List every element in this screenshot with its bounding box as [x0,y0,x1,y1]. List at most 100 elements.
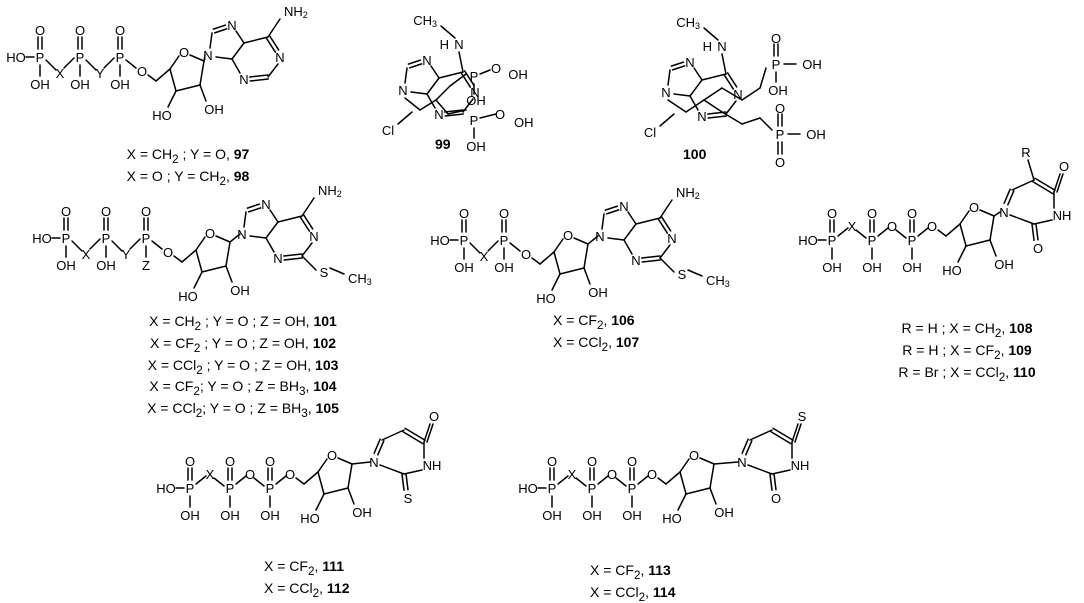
hydroxyl-label: OH [822,260,842,275]
ring-oxygen-atom: O [563,228,573,243]
phosphorus-atom: P [186,481,195,496]
hydroxyl-label: OH [70,77,90,92]
caption-108-110: R = H ; X = CH2, 108 R = H ; X = CF2, 10… [872,320,1062,385]
hydroxyl-label: HO [6,50,26,65]
hydroxyl-label: HO [300,511,320,526]
oxygen-atom: O [285,467,295,482]
oxygen-atom: O [115,23,125,38]
phosphorus-atom: P [266,481,275,496]
oxygen-atom: O [35,23,45,38]
hydroxyl-label: OH [30,77,50,92]
caption-line-105: X = CCl2; Y = O ; Z = BH3, 105 [147,400,339,420]
nitrogen-atom: N [470,85,479,100]
amino-label: NH2 [676,185,700,202]
hydroxyl-label: HO [430,233,450,248]
caption-100: 100 [683,146,707,162]
phosphorus-atom: P [868,233,877,248]
oxygen-atom: O [521,247,531,262]
ring-oxygen-atom: O [179,45,189,60]
oxygen-atom: O [491,61,501,76]
caption-line-97: X = CH2 ; Y = O, 97 [126,146,250,166]
hydroxyl-label: OH [466,93,486,108]
hydroxyl-label: OH [56,258,76,273]
carbonyl-atom: O [429,409,439,424]
hydrogen-atom: H [703,39,712,54]
phosphorus-atom: P [772,57,781,72]
x-group-label: X [480,249,489,264]
x-group-label: X [206,467,215,482]
oxygen-atom: O [607,467,617,482]
chlorine-atom: Cl [382,123,394,138]
hydroxyl-label: OH [96,258,116,273]
nitrogen-atom: N [239,72,248,87]
oxygen-atom: O [587,454,597,469]
nitrogen-atom: N [237,227,246,242]
hydroxyl-label: OH [260,508,280,523]
oxygen-atom: O [141,204,151,219]
nitrogen-atom: N [661,85,670,100]
nitrogen-atom: N [275,50,284,65]
hydroxyl-label: OH [110,77,130,92]
oxygen-atom: O [225,454,235,469]
oxygen-atom: O [907,206,917,221]
nitrogen-atom: N [999,205,1008,220]
caption-line-107: X = CCl2, 107 [553,333,640,354]
caption-111-112: X = CF2, 111 X = CCl2, 112 [264,558,349,602]
oxygen-atom: O [185,454,195,469]
oxygen-atom: O [163,245,173,260]
carbonyl-atom: O [1059,159,1069,174]
caption-line-102: X = CF2 ; Y = O ; Z = OH, 102 [149,334,337,355]
caption-line-112: X = CCl2, 112 [264,579,350,600]
nitrogen-atom: N [631,253,640,268]
hydroxyl-label: OH [582,508,602,523]
caption-line-98: X = O ; Y = CH2, 98 [126,167,250,188]
caption-line-104: X = CF2; Y = O ; Z = BH3, 104 [149,378,337,399]
oxygen-atom: O [647,467,657,482]
carbonyl-atom: O [771,491,781,506]
caption-line-114: X = CCl2, 114 [590,583,676,603]
caption-113-114: X = CF2, 113 X = CCl2, 114 [590,562,675,603]
phosphorus-atom: P [470,69,479,84]
hydroxyl-label: OH [454,260,474,275]
amino-label: NH2 [318,183,342,200]
phosphorus-atom: P [828,233,837,248]
nitrogen-atom: N [309,229,318,244]
hydroxyl-label: OH [542,508,562,523]
phosphorus-atom: P [116,50,125,65]
sulfur-atom: S [320,265,329,280]
caption-99: 99 [435,136,451,152]
hydroxyl-label: OH [204,102,224,117]
methyl-label: CH3 [348,271,372,288]
nitrogen-atom: N [733,87,742,102]
oxygen-atom: O [245,467,255,482]
r-group-label: R [1021,145,1030,160]
hydroxyl-label: HO [798,233,818,248]
hydroxyl-label: Z [142,258,150,273]
hydroxyl-label: OH [508,67,528,82]
oxygen-atom: O [627,454,637,469]
carbonyl-atom: O [1033,241,1043,256]
nitrogen-atom: N [261,197,270,212]
nitrogen-atom: N [369,455,378,470]
phosphorus-atom: P [628,481,637,496]
hydroxyl-label: OH [768,83,788,98]
nitrogen-atom: N [685,55,694,70]
hydroxyl-label: OH [588,285,608,300]
hydroxyl-label: HO [32,231,52,246]
oxygen-atom: O [887,219,897,234]
caption-97-98: X = CH2 ; Y = O, 97 X = O ; Y = CH2, 98 [118,146,258,190]
caption-line-106: X = CF2, 106 [553,312,635,332]
caption-101-105: X = CH2 ; Y = O ; Z = OH, 101 X = CF2 ; … [133,313,353,422]
nitrogen-atom: N [595,229,604,244]
y-group-label: Y [122,247,131,262]
nitrogen-atom: N [273,251,282,266]
nitrogen-atom: N [203,48,212,63]
nitrogen-atom: N [697,109,706,124]
oxygen-atom: O [61,204,71,219]
oxygen-atom: O [547,454,557,469]
